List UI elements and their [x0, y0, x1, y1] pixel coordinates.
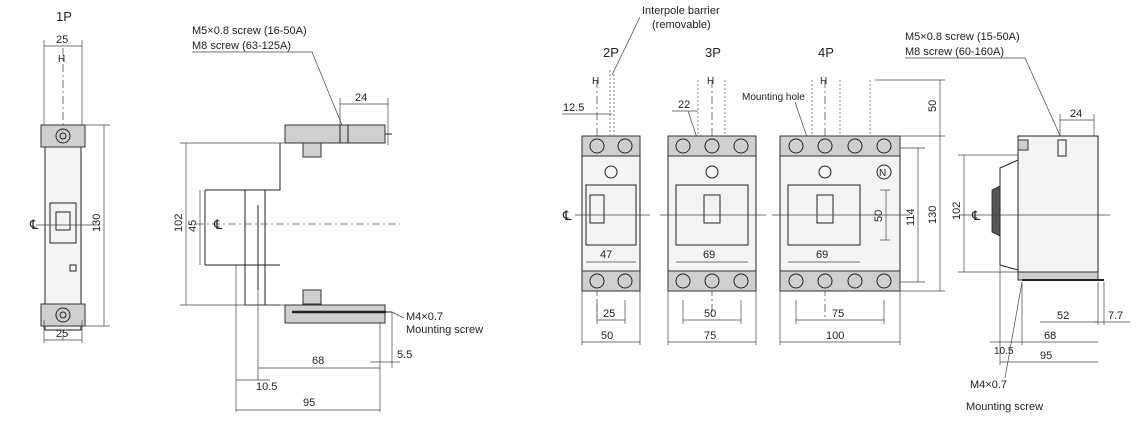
dim-r-10-5: 10.5 [994, 346, 1014, 357]
toggle-handle-3p [703, 194, 721, 224]
terminal-screw-icon [876, 138, 892, 154]
terminal-screw-icon [733, 273, 749, 289]
interpole-removable-label: (removable) [652, 19, 711, 31]
svg-text:H: H [592, 76, 599, 87]
toggle-handle-4p [816, 194, 834, 224]
mount-screw-note-1: M4×0.7 [406, 311, 443, 323]
dim-r-50-top: 50 [927, 100, 939, 112]
screw-note-3: M5×0.8 screw (15-50A) [905, 31, 1020, 43]
toggle-handle-side [991, 185, 1001, 237]
dim-r-95: 95 [1040, 350, 1052, 362]
interpole-barrier-label: Interpole barrier [642, 5, 720, 17]
dim-r-114: 114 [905, 208, 917, 226]
terminal-screw-icon [589, 138, 605, 154]
terminal-screw-icon [817, 273, 833, 289]
label-1p: 1P [56, 9, 72, 24]
dim-side-10-5: 10.5 [256, 381, 277, 393]
screw-plus-icon [604, 165, 618, 179]
top-terminal [284, 124, 386, 144]
dim-3p-75: 75 [704, 330, 716, 342]
dim-r-50: 50 [873, 210, 885, 222]
dim-2p-50: 50 [601, 330, 613, 342]
breaker-body-4p [779, 135, 901, 292]
terminal-screw-icon [788, 273, 804, 289]
label-2p: 2P [603, 45, 619, 60]
view-side-right: M5×0.8 screw (15-50A) M8 screw (60-160A)… [905, 31, 1130, 413]
breaker-body-3p [667, 135, 757, 292]
label-3p: 3P [705, 45, 721, 60]
dim-side-95: 95 [303, 397, 315, 409]
dim-side-102: 102 [173, 214, 185, 232]
terminal-screw-icon [675, 138, 691, 154]
terminal-screw-icon [589, 273, 605, 289]
bottom-terminal [284, 304, 386, 324]
dim-1p-top-25: 25 [56, 34, 68, 46]
dim-1p-bottom-25: 25 [56, 328, 68, 340]
dim-3p-69: 69 [703, 249, 715, 261]
mount-screw-note-3: M4×0.7 [970, 379, 1007, 391]
dim-r-52: 52 [1057, 310, 1069, 322]
cl-symbol: ℄ [29, 217, 39, 232]
terminal-screw-icon [733, 138, 749, 154]
cl-symbol-2p: ℄ [562, 208, 572, 223]
dim-2p-12-5: 12.5 [563, 102, 584, 114]
mount-screw-note-2: Mounting screw [406, 324, 483, 336]
dim-4p-75: 75 [832, 308, 844, 320]
terminal-screw-icon [788, 138, 804, 154]
toggle-handle-2p [589, 194, 605, 224]
dim-2p-25: 25 [603, 308, 615, 320]
dim-2p-47: 47 [600, 249, 612, 261]
cl-symbol-right: ℄ [971, 208, 981, 223]
terminal-screw-icon [55, 128, 71, 144]
dim-side-68: 68 [312, 355, 324, 367]
dim-3p-22: 22 [678, 99, 690, 111]
mount-screw-note-4: Mounting screw [966, 401, 1043, 413]
breaker-body-2p [581, 135, 641, 292]
view-1p-front: 1P 25 H ℄ 130 25 [29, 9, 110, 343]
svg-text:H: H [707, 76, 714, 87]
dim-1p-130: 130 [91, 214, 103, 232]
dim-r-24: 24 [1070, 108, 1082, 120]
screw-note-1: M5×0.8 screw (16-50A) [192, 25, 307, 37]
dim-r-102: 102 [951, 202, 963, 220]
label-4p: 4P [818, 45, 834, 60]
screw-note-2: M8 screw (63-125A) [192, 40, 291, 52]
screw-plus-icon [705, 165, 719, 179]
cl-symbol-side: ℄ [213, 217, 223, 232]
neutral-mark-icon [876, 164, 892, 180]
side-body-right [1017, 135, 1099, 279]
view-2p-front: Interpole barrier (removable) 2P H 12.5 … [562, 5, 720, 345]
dim-side-24: 24 [355, 92, 367, 104]
dim-r-68: 68 [1044, 330, 1056, 342]
svg-text:H: H [820, 76, 827, 87]
terminal-screw-icon [704, 138, 720, 154]
svg-text:N: N [879, 168, 886, 179]
terminal-screw-icon [876, 273, 892, 289]
terminal-screw-icon [55, 307, 71, 323]
dim-4p-100: 100 [826, 330, 844, 342]
dim-side-5-5: 5.5 [397, 349, 412, 361]
terminal-screw-icon [617, 138, 633, 154]
dim-r-7-7: 7.7 [1108, 310, 1123, 322]
screw-note-4: M8 screw (60-160A) [905, 46, 1004, 58]
terminal-screw-icon [617, 273, 633, 289]
mounting-hole-label: Mounting hole [742, 92, 805, 103]
view-side-left: M5×0.8 screw (16-50A) M8 screw (63-125A)… [173, 25, 483, 412]
breaker-body-1p [44, 124, 82, 331]
dim-r-130: 130 [927, 206, 939, 224]
terminal-screw-icon [704, 273, 720, 289]
cl-mark-1p: H [58, 54, 65, 65]
terminal-screw-icon [847, 273, 863, 289]
dim-side-45: 45 [187, 220, 199, 232]
terminal-screw-icon [847, 138, 863, 154]
view-3p-front: 3P H 22 69 50 75 [660, 45, 766, 345]
dim-3p-50: 50 [704, 308, 716, 320]
terminal-screw-icon [817, 138, 833, 154]
toggle-handle-1p [49, 202, 77, 244]
view-4p-front: 4P Mounting hole H N 69 75 100 [742, 45, 945, 345]
screw-plus-icon [818, 165, 832, 179]
dim-4p-69: 69 [816, 249, 828, 261]
terminal-screw-icon [675, 273, 691, 289]
